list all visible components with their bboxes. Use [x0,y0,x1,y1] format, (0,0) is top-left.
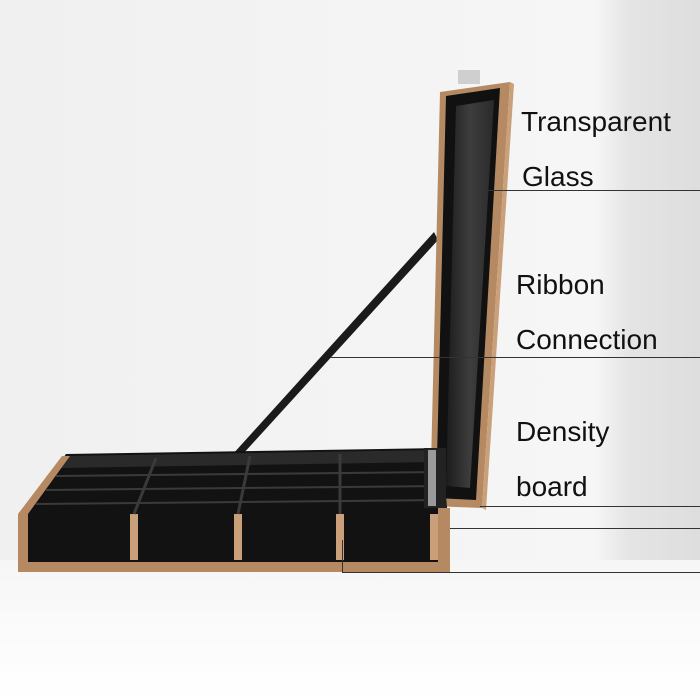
hinge [428,450,436,506]
board-leader-line-2 [450,528,700,529]
label-board: board [516,471,588,502]
ribbon-strap [232,232,438,455]
label-density: Density [516,416,610,447]
wood-frame-left [18,514,28,572]
board-leader-drop [342,540,343,572]
ribbon-leader-line [330,357,700,358]
lid-clasp [458,70,480,84]
glass-pane [446,100,494,488]
divider [336,514,344,560]
label-glass: Glass [522,161,594,192]
box-lid [430,70,514,510]
board-leader-line-1 [480,506,700,507]
board-leader-line-3 [342,572,700,573]
divider [130,514,138,560]
box-tray [18,448,450,572]
divider [234,514,242,560]
wood-frame-bottom [18,562,450,572]
label-transparent: Transparent [521,106,671,137]
label-ribbon: Ribbon [516,269,605,300]
glass-leader-line [486,190,700,191]
divider [430,514,438,560]
label-connection: Connection [516,324,658,355]
floor-surface [0,560,700,700]
